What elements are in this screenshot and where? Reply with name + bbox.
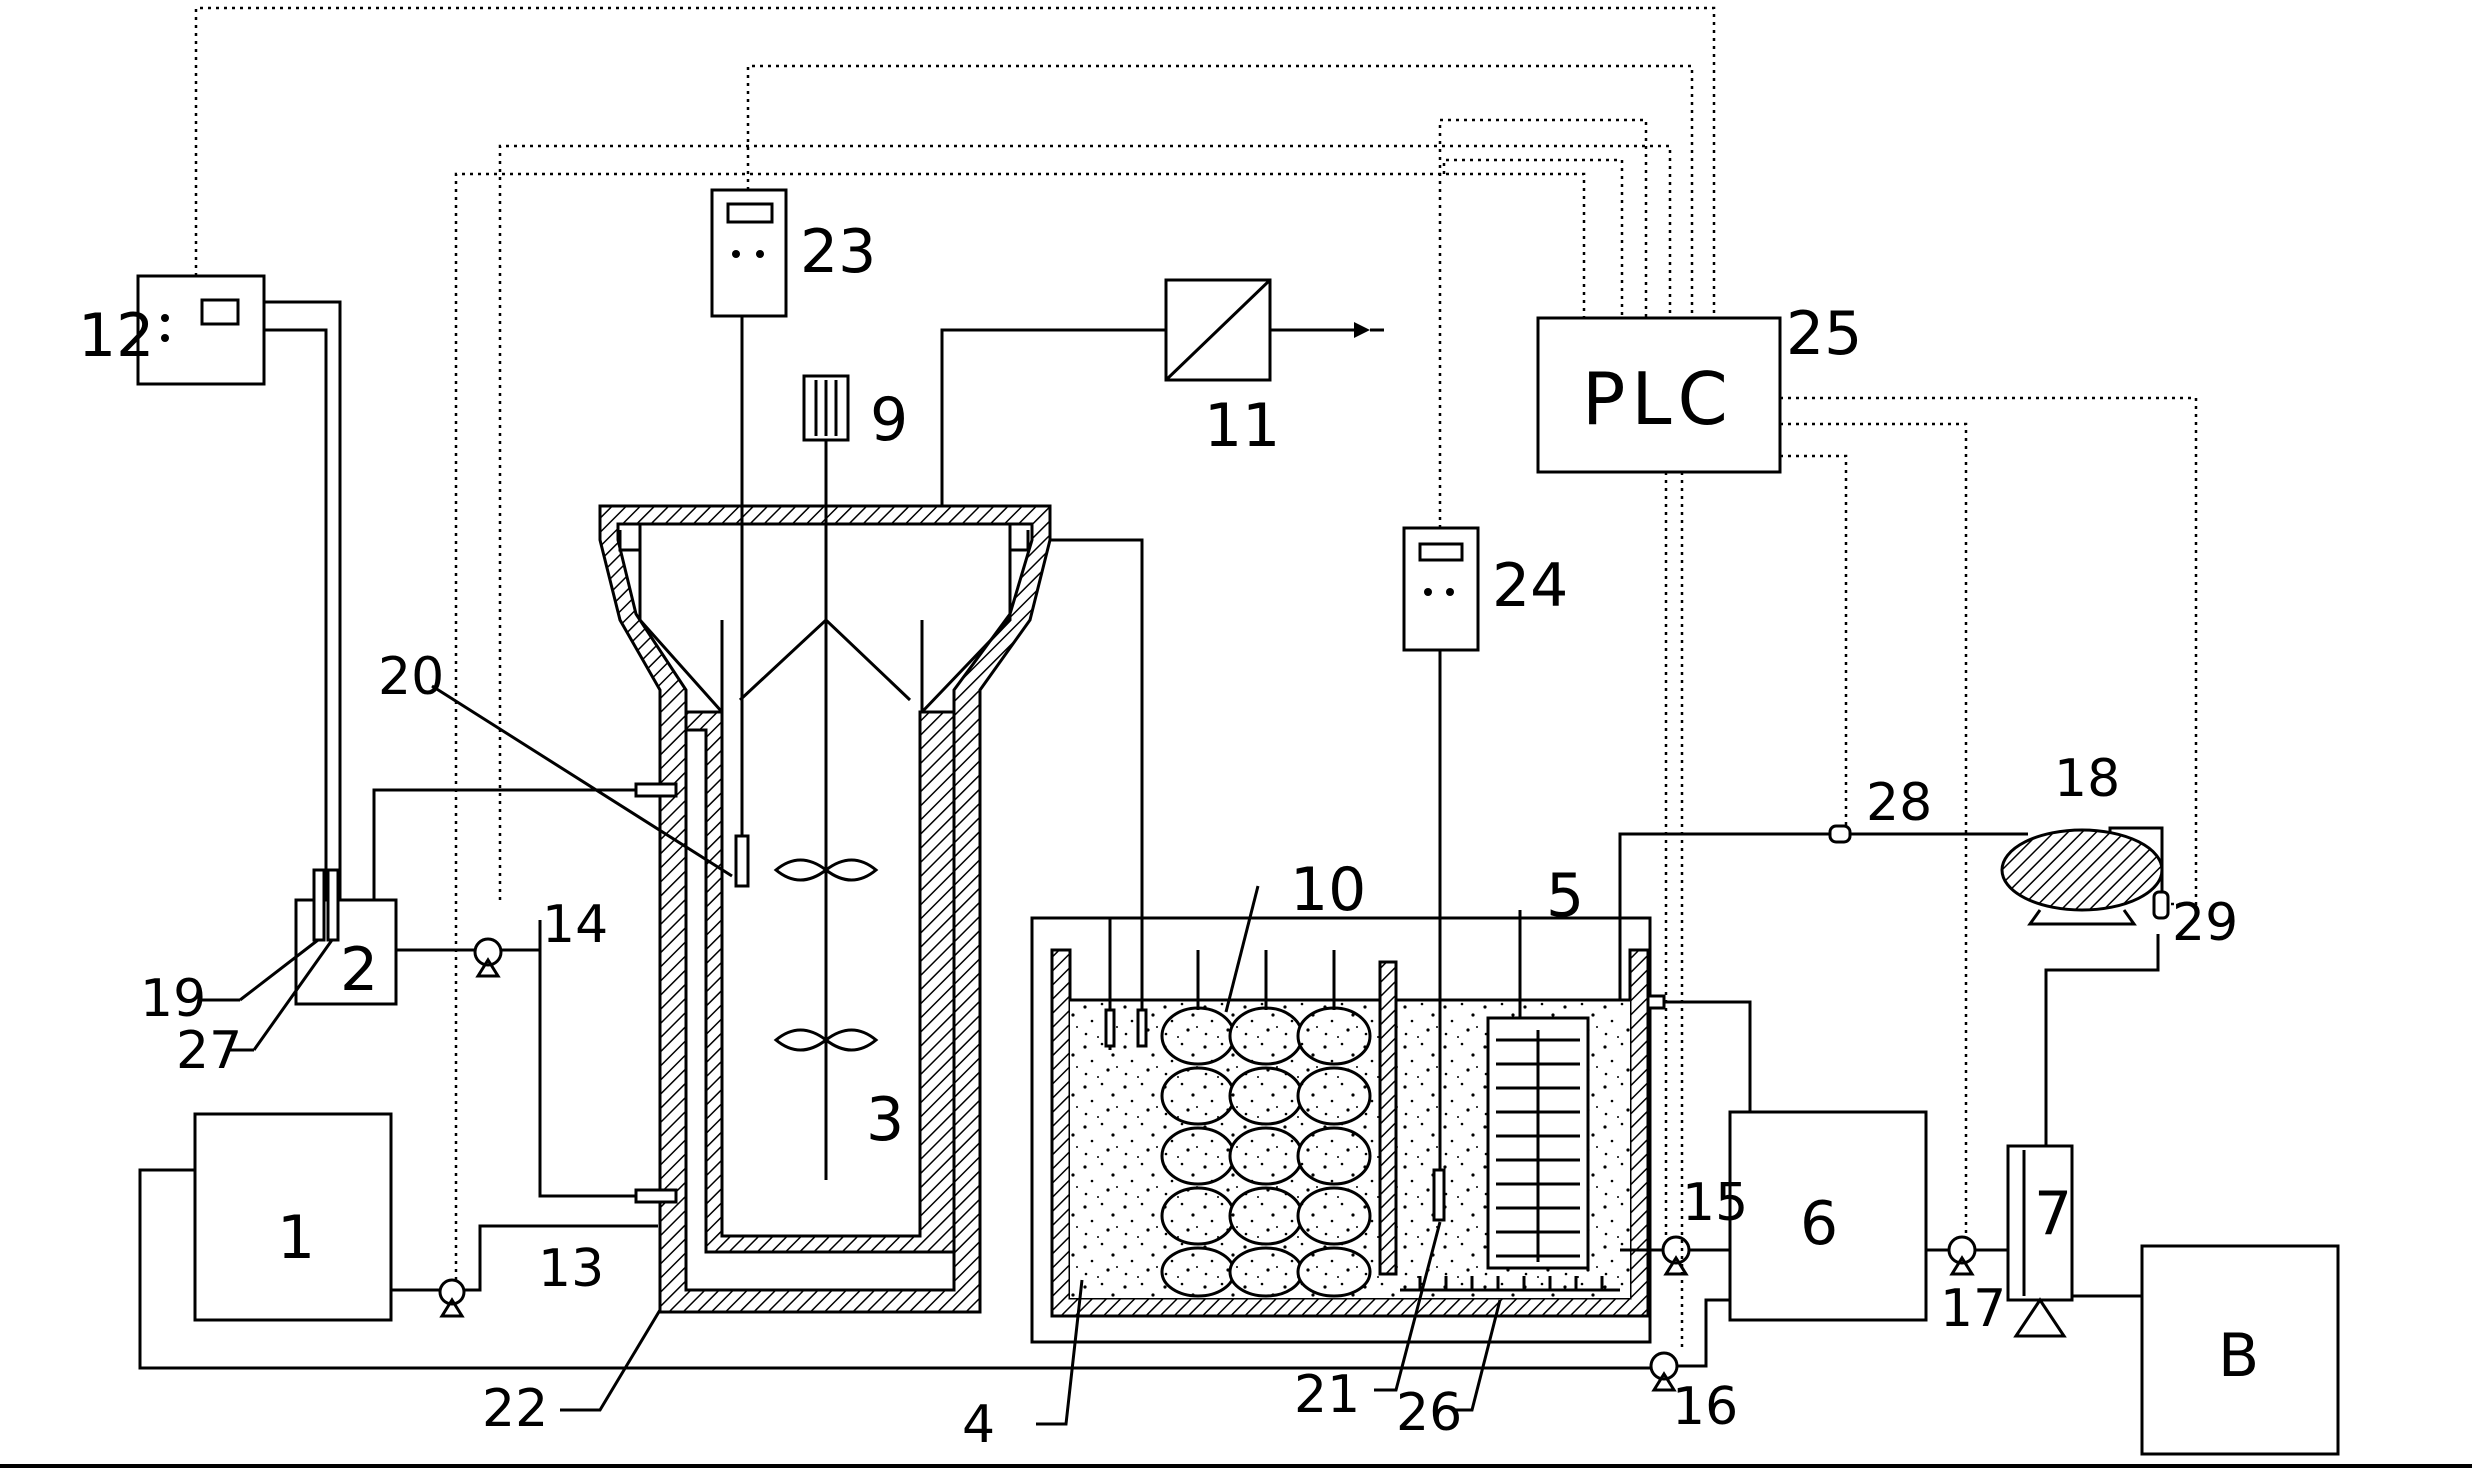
tank-6: 6	[1728, 1110, 1928, 1322]
label-10: 10	[1290, 855, 1366, 925]
label-13: 13	[538, 1239, 604, 1299]
reactor-overflow	[1050, 538, 1144, 1000]
meter-23: 23	[710, 188, 876, 318]
label-23: 23	[800, 217, 876, 287]
meter-24: 24	[1402, 526, 1568, 652]
leader-20	[431, 684, 733, 878]
label-7: 7	[2034, 1179, 2072, 1249]
label-14: 14	[542, 895, 608, 955]
leader-10	[1224, 885, 1260, 1013]
label-3: 3	[866, 1085, 904, 1155]
tank4-outlet	[1646, 994, 1666, 1010]
probe-cable-a	[264, 300, 342, 900]
tank-2: 2	[294, 868, 398, 1006]
label-28: 28	[1866, 773, 1932, 833]
blower-18: 18	[2000, 749, 2164, 926]
pump-13	[438, 1278, 466, 1318]
label-24: 24	[1492, 551, 1568, 621]
label-29: 29	[2172, 893, 2238, 953]
label-27: 27	[176, 1021, 242, 1081]
diffuser-26	[1400, 1276, 1620, 1292]
tank-B: B	[2140, 1244, 2340, 1456]
plc-25: PLC 25	[1536, 299, 1862, 474]
plc-label: PLC	[1582, 357, 1734, 441]
control-wiring	[194, 6, 2198, 1352]
label-9: 9	[870, 385, 908, 455]
tank-1-label: 1	[277, 1203, 315, 1273]
return-line	[138, 1168, 1660, 1370]
label-18: 18	[2054, 749, 2120, 809]
pump-14	[473, 937, 503, 978]
leader-4	[1036, 1279, 1084, 1426]
controller-12: 12	[78, 274, 266, 386]
valve-28: 28	[1828, 773, 1932, 844]
label-12: 12	[78, 301, 154, 371]
tank2-to-reactor	[372, 788, 680, 900]
label-26: 26	[1396, 1383, 1462, 1443]
carrier-balls-10	[1160, 1006, 1372, 1298]
valve-29: 29	[2152, 890, 2238, 953]
pump-15: 15	[1661, 1173, 1748, 1276]
label-21: 21	[1294, 1365, 1360, 1425]
label-5: 5	[1546, 861, 1584, 931]
reactor-inlet-top	[634, 782, 678, 798]
label-25: 25	[1786, 299, 1862, 369]
pump-14-outlet	[501, 948, 658, 1198]
motor-9: 9	[802, 374, 908, 455]
reactor-inlet-bottom	[634, 1188, 678, 1204]
label-11: 11	[1204, 391, 1280, 461]
label-15: 15	[1682, 1173, 1748, 1233]
blower-to-29	[2108, 826, 2164, 892]
air-line	[1618, 832, 1832, 1000]
reactor-3: 3	[598, 430, 1052, 1314]
leader-22	[560, 1309, 662, 1412]
label-19: 19	[140, 969, 206, 1029]
label-6: 6	[1800, 1189, 1838, 1259]
tank-4: 5	[1030, 861, 1652, 1344]
leader-27	[252, 939, 334, 1051]
gas-line	[940, 328, 1166, 506]
pump-17: 17	[1940, 1235, 2006, 1339]
label-16: 16	[1672, 1377, 1738, 1437]
probe-cable-b	[264, 328, 328, 900]
label-2: 2	[340, 935, 378, 1005]
pump16-line	[1677, 1298, 1730, 1368]
leader-19	[239, 938, 319, 1002]
label-17: 17	[1940, 1279, 2006, 1339]
tank4-to-tank6	[1664, 1000, 1752, 1112]
leader-26	[1452, 1299, 1502, 1412]
probe-20	[734, 834, 750, 888]
membrane-module-5	[1486, 1016, 1590, 1270]
label-20: 20	[378, 647, 444, 707]
tank-1: 1	[193, 1112, 393, 1322]
label-B: B	[2218, 1321, 2259, 1391]
unit7-to-29	[2044, 934, 2160, 1146]
unit-7: 7	[2006, 1144, 2074, 1338]
gas-outlet-arrow	[1354, 322, 1370, 338]
leader-21	[1374, 1221, 1442, 1392]
pump-13-outlet	[464, 1224, 658, 1292]
label-22: 22	[482, 1379, 548, 1439]
label-4: 4	[962, 1395, 995, 1455]
pump-16: 16	[1649, 1351, 1738, 1437]
probe-21	[1432, 1168, 1446, 1222]
filter-11: 11	[1164, 278, 1280, 461]
